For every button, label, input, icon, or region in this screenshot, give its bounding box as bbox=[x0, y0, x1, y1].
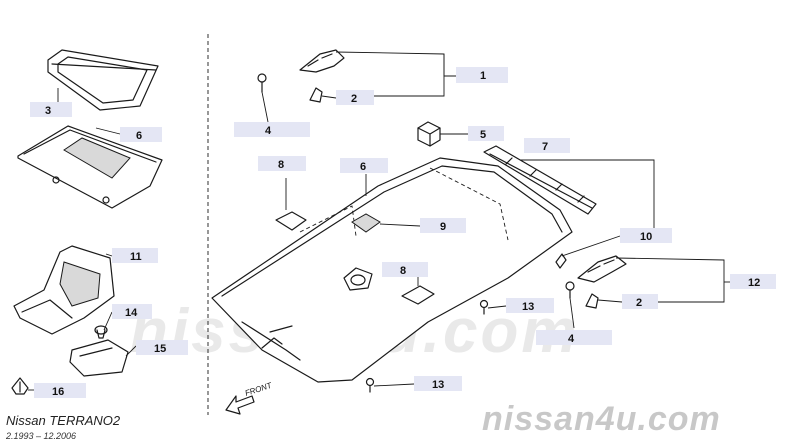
part-7-rail bbox=[483, 145, 597, 215]
part-3-sunroof-seal bbox=[47, 49, 159, 111]
model-name: Nissan TERRANO2 bbox=[6, 413, 121, 428]
front-indicator: FRONT bbox=[225, 380, 274, 415]
model-years: 2.1993 – 12.2006 bbox=[5, 431, 76, 441]
part-4-screw-a bbox=[257, 73, 267, 93]
part-14-clip bbox=[94, 325, 108, 339]
part-8-pad-b bbox=[401, 285, 435, 305]
callout-10: 10 bbox=[620, 228, 672, 243]
svg-text:13: 13 bbox=[522, 301, 534, 313]
svg-text:3: 3 bbox=[45, 105, 51, 117]
callout-13a: 13 bbox=[506, 298, 554, 313]
callout-2a: 2 bbox=[336, 90, 374, 105]
svg-text:5: 5 bbox=[480, 129, 486, 141]
svg-text:1: 1 bbox=[480, 70, 486, 82]
callout-1: 1 bbox=[456, 67, 508, 83]
svg-text:4: 4 bbox=[265, 125, 272, 137]
callout-14: 14 bbox=[112, 304, 152, 319]
callout-16: 16 bbox=[34, 383, 86, 398]
part-5-block bbox=[417, 121, 441, 147]
part-4-screw-b bbox=[565, 281, 575, 299]
svg-text:15: 15 bbox=[154, 343, 166, 355]
part-13-clip-a bbox=[479, 299, 489, 315]
svg-text:6: 6 bbox=[136, 130, 142, 142]
front-label: FRONT bbox=[244, 380, 274, 397]
callout-11: 11 bbox=[112, 248, 158, 263]
callout-6a: 6 bbox=[120, 127, 162, 142]
part-13-clip-b bbox=[365, 377, 375, 393]
callout-4a: 4 bbox=[234, 122, 310, 137]
callout-8a: 8 bbox=[258, 156, 306, 171]
callout-5: 5 bbox=[468, 126, 504, 141]
part-16-clip bbox=[11, 377, 29, 395]
callout-13b: 13 bbox=[414, 376, 462, 391]
svg-text:9: 9 bbox=[440, 221, 446, 233]
svg-text:8: 8 bbox=[278, 159, 284, 171]
svg-text:16: 16 bbox=[52, 386, 64, 398]
part-12-bracket bbox=[577, 255, 627, 283]
part-2-clip-a bbox=[309, 87, 323, 103]
part-2-clip-b bbox=[585, 293, 599, 309]
leader-lines bbox=[28, 51, 730, 391]
svg-text:13: 13 bbox=[432, 379, 444, 391]
svg-text:2: 2 bbox=[636, 297, 642, 309]
part-8-pad-a bbox=[275, 211, 307, 231]
svg-text:7: 7 bbox=[542, 141, 548, 153]
svg-text:6: 6 bbox=[360, 161, 366, 173]
watermark-corner: nissan4u.com bbox=[482, 400, 721, 438]
part-11-pillar-trim bbox=[13, 245, 115, 335]
callout-12: 12 bbox=[730, 274, 776, 289]
part-9-pad bbox=[351, 213, 381, 233]
svg-text:4: 4 bbox=[568, 333, 575, 345]
callout-3: 3 bbox=[30, 102, 72, 117]
part-1-bracket bbox=[299, 49, 345, 73]
callout-8b: 8 bbox=[382, 262, 428, 277]
svg-text:2: 2 bbox=[351, 93, 357, 105]
svg-text:8: 8 bbox=[400, 265, 406, 277]
part-10-bracket bbox=[555, 253, 567, 269]
svg-text:10: 10 bbox=[640, 231, 652, 243]
callout-9: 9 bbox=[420, 218, 466, 233]
callout-2b: 2 bbox=[622, 294, 658, 309]
callout-15: 15 bbox=[136, 340, 188, 355]
callout-6b: 6 bbox=[340, 158, 388, 173]
svg-text:14: 14 bbox=[125, 307, 138, 319]
part-6-sunroof-lining bbox=[17, 125, 163, 209]
callout-7: 7 bbox=[524, 138, 570, 153]
svg-text:12: 12 bbox=[748, 277, 760, 289]
part-15-trim-piece bbox=[69, 339, 129, 377]
svg-text:11: 11 bbox=[130, 251, 142, 263]
callout-4b: 4 bbox=[536, 330, 612, 345]
